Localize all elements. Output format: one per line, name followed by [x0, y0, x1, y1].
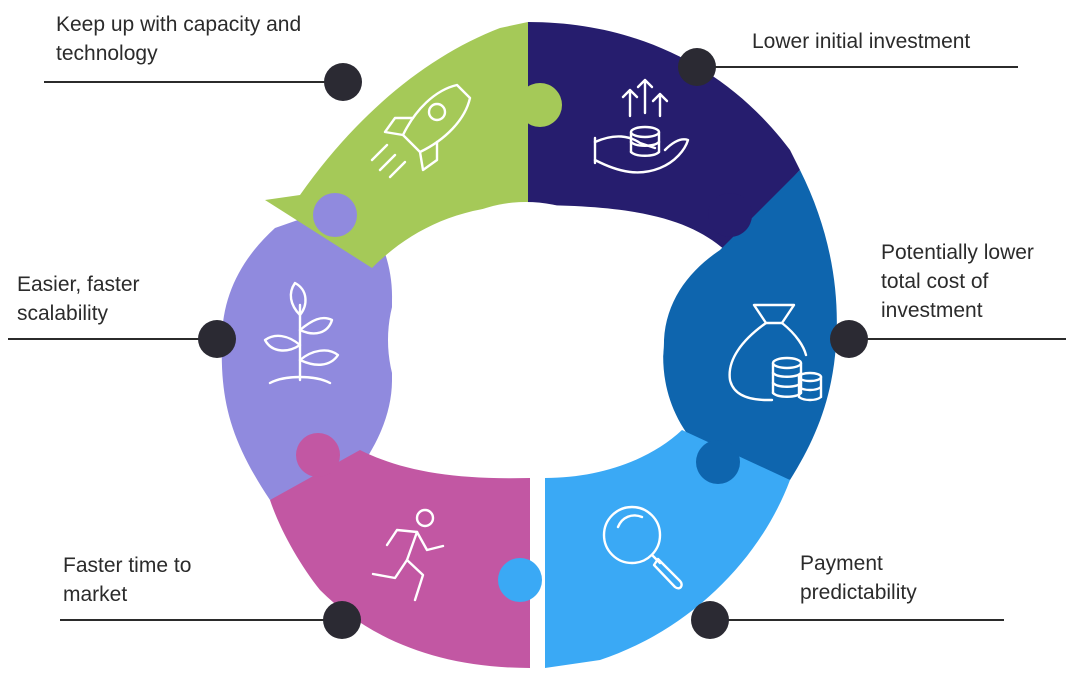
label-line: Potentially lower — [881, 241, 1034, 264]
label-line: Keep up with capacity and — [56, 13, 302, 36]
connector-lines — [8, 66, 1066, 621]
piece-scalability — [221, 200, 393, 500]
label-line: scalability — [17, 302, 109, 325]
label-payment: Payment predictability — [800, 549, 917, 607]
puzzle-knob — [708, 193, 752, 237]
label-line: predictability — [800, 581, 917, 604]
piece-lower-total — [663, 170, 837, 480]
puzzle-knob — [518, 83, 562, 127]
connector-dot — [198, 320, 236, 358]
label-line: investment — [881, 299, 983, 322]
connector-dots — [198, 48, 868, 639]
connector-dot — [830, 320, 868, 358]
label-keep-up: Keep up with capacity and technology — [56, 10, 301, 68]
piece-faster-market — [270, 450, 530, 668]
label-line: technology — [56, 42, 158, 65]
magnifier-icon — [602, 505, 683, 590]
label-line: total cost of — [881, 270, 989, 293]
piece-lower-initial — [528, 22, 800, 250]
puzzle-pieces — [221, 22, 837, 668]
puzzle-knob — [498, 558, 542, 602]
label-line: Easier, faster — [17, 273, 140, 296]
label-lower-initial: Lower initial investment — [752, 27, 970, 56]
label-lower-total: Potentially lower total cost of investme… — [881, 238, 1034, 325]
piece-payment — [545, 430, 790, 668]
rocket-icon — [370, 83, 472, 179]
label-line: Payment — [800, 552, 883, 575]
connector-dot — [691, 601, 729, 639]
connector-dot — [678, 48, 716, 86]
connector-dot — [324, 63, 362, 101]
runner-icon — [371, 508, 445, 602]
money-bag-icon — [728, 303, 823, 402]
puzzle-knob — [696, 440, 740, 484]
label-faster-market: Faster time to market — [63, 551, 191, 609]
connector-dot — [323, 601, 361, 639]
puzzle-knob — [313, 193, 357, 237]
plant-icon — [263, 281, 340, 385]
puzzle-knob — [296, 433, 340, 477]
label-line: Lower initial investment — [752, 30, 971, 53]
label-line: market — [63, 583, 128, 606]
label-scalability: Easier, faster scalability — [17, 270, 140, 328]
hand-coins-icon — [593, 78, 690, 174]
label-line: Faster time to — [63, 554, 192, 577]
